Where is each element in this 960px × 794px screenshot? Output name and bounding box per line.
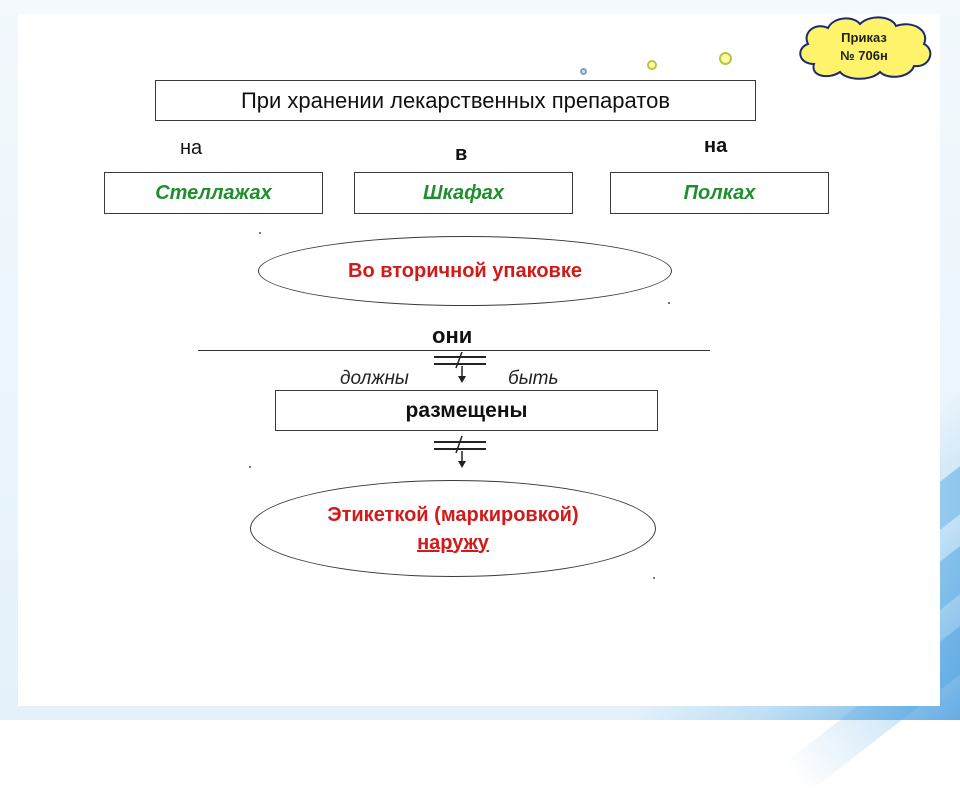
speck bbox=[668, 302, 670, 304]
order-line2: № 706н bbox=[840, 48, 888, 63]
speck bbox=[259, 232, 261, 234]
connector-left: на bbox=[180, 137, 203, 159]
speck bbox=[249, 466, 251, 468]
connector-right: на bbox=[704, 135, 728, 157]
order-cloud: Приказ № 706н bbox=[792, 14, 936, 80]
predicate-arrow-icon bbox=[434, 352, 486, 383]
modal-left-text: должны bbox=[340, 368, 409, 389]
decorative-dot bbox=[719, 52, 732, 65]
label-ellipse: Этикеткой (маркировкой) наружу bbox=[250, 480, 656, 577]
packaging-ellipse: Во вторичной упаковке bbox=[258, 236, 672, 306]
modal-right-text: быть bbox=[508, 368, 559, 389]
order-text: Приказ № 706н bbox=[792, 14, 936, 80]
packaging-text: Во вторичной упаковке bbox=[348, 259, 582, 282]
storage-label: Стеллажах bbox=[155, 181, 272, 204]
placed-text: размещены bbox=[405, 398, 528, 422]
label-text-line2: наружу bbox=[417, 531, 489, 554]
speck bbox=[653, 577, 655, 579]
storage-label: Полках bbox=[683, 181, 756, 204]
decorative-dot bbox=[580, 68, 587, 75]
title-box: При хранении лекарственных препаратов bbox=[155, 80, 756, 121]
predicate-arrow-icon bbox=[434, 435, 486, 468]
subject-text: они bbox=[432, 323, 473, 348]
slide-canvas bbox=[18, 14, 940, 706]
storage-box-cabinets: Шкафах bbox=[354, 172, 573, 214]
placed-box: размещены bbox=[275, 390, 658, 431]
separator-line bbox=[198, 350, 710, 351]
label-text-line1: Этикеткой (маркировкой) bbox=[327, 503, 579, 526]
cloud-shape bbox=[799, 16, 932, 80]
title-text: При хранении лекарственных препаратов bbox=[240, 87, 671, 113]
order-line1: Приказ bbox=[841, 30, 887, 45]
decorative-dot bbox=[647, 60, 657, 70]
connector-middle: в bbox=[455, 143, 468, 165]
storage-label: Шкафах bbox=[422, 181, 505, 204]
storage-box-racks: Стеллажах bbox=[104, 172, 323, 214]
storage-box-shelves: Полках bbox=[610, 172, 829, 214]
